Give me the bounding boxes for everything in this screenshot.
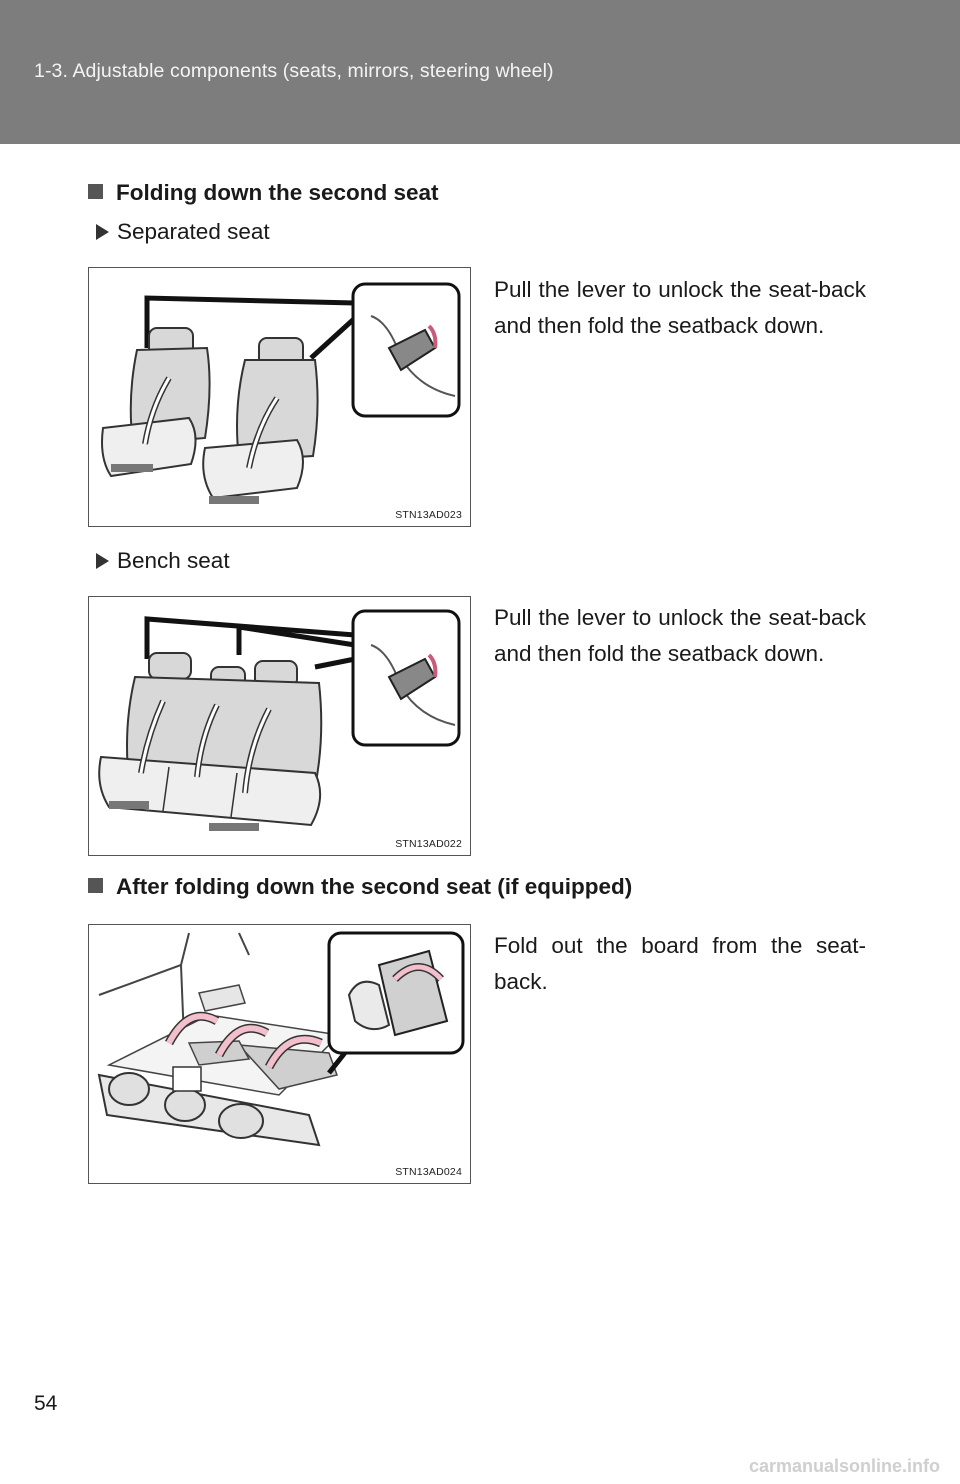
instruction-separated-seat: Pull the lever to unlock the seat-back a… [494,277,866,338]
section-heading-text: After folding down the second seat (if e… [116,874,633,899]
section-heading-after-folding: After folding down the second seat (if e… [88,874,632,900]
section-heading-text: Folding down the second seat [116,180,439,205]
figure-code: STN13AD024 [395,1166,462,1178]
square-bullet-icon [88,878,103,893]
figure-bench-seat: STN13AD022 [88,596,471,856]
bench-seat-illustration [98,609,461,831]
figure-code: STN13AD022 [395,838,462,850]
watermark: carmanualsonline.info [748,1456,940,1476]
triangle-bullet-icon [96,224,109,240]
figure-separated-seat: STN13AD023 [88,267,471,527]
sub-heading-bench-seat: Bench seat [96,548,230,574]
sub-heading-separated-seat: Separated seat [96,219,270,245]
header-title: 1-3. Adjustable components (seats, mirro… [34,60,554,82]
square-bullet-icon [88,184,103,199]
figure-code: STN13AD023 [395,509,462,521]
instruction-fold-out-board: Fold out the board from the seat-back. [494,933,866,994]
sub-heading-text: Bench seat [117,548,230,573]
separated-seat-illustration [101,282,461,504]
section-heading-folding: Folding down the second seat [88,180,439,206]
figure-board: STN13AD024 [88,924,471,1184]
page-header: 1-3. Adjustable components (seats, mirro… [0,0,960,144]
board-illustration [97,931,465,1147]
triangle-bullet-icon [96,553,109,569]
page-number: 54 [34,1392,58,1415]
instruction-bench-seat: Pull the lever to unlock the seat-back a… [494,605,866,666]
sub-heading-text: Separated seat [117,219,270,244]
